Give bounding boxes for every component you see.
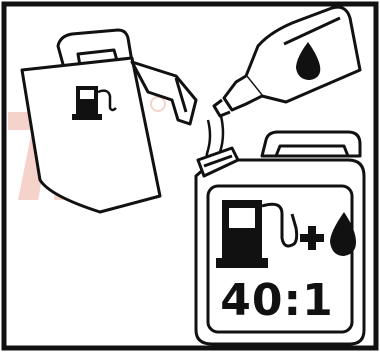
mix-ratio-label: 40:1 xyxy=(218,276,336,326)
